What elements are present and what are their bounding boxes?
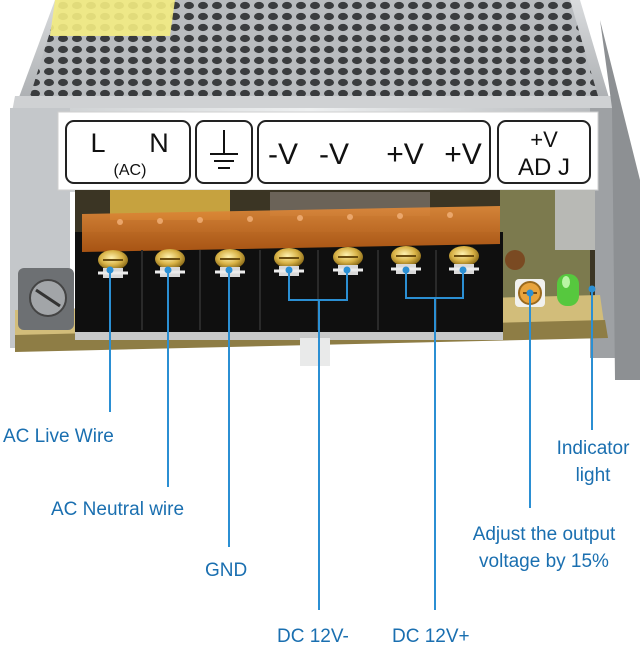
leader-ac-live	[106, 266, 114, 412]
callout-indicator-line-2: light	[575, 465, 611, 486]
n-label: N	[149, 128, 169, 158]
dc-minus-label-2: -V	[319, 138, 349, 171]
leader-ac-neutral	[164, 266, 172, 487]
callout-adjust-line-1: Adjust the output	[472, 524, 616, 545]
leader-gnd	[225, 266, 233, 547]
case-top	[12, 0, 616, 112]
ground-icon	[210, 130, 238, 169]
yellow-label-sticker	[50, 0, 175, 36]
callout-dc-12v-minus: DC 12V-	[277, 626, 349, 647]
dc-minus-label-1: -V	[268, 138, 298, 171]
terminal-label-panel: L N (AC) -V -V +V +V +V AD J	[57, 111, 599, 191]
dc-plus-label-1: +V	[386, 138, 424, 171]
callout-indicator-light: Indicator light	[548, 435, 638, 489]
terminal-screw-l	[98, 250, 128, 278]
leader-adjust	[526, 289, 534, 508]
dc-plus-label-2: +V	[444, 138, 482, 171]
mounting-screw	[18, 268, 74, 330]
leader-indicator	[588, 285, 596, 430]
adjust-bottom-label: AD J	[518, 154, 570, 181]
callout-adjust-voltage: Adjust the output voltage by 15%	[452, 521, 636, 575]
dc-output-box	[257, 120, 491, 184]
callout-ac-neutral-wire: AC Neutral wire	[51, 499, 185, 520]
leader-lines	[106, 266, 596, 610]
adjust-top-label: +V	[530, 127, 558, 152]
leader-dc-minus	[285, 266, 351, 610]
ac-label: (AC)	[114, 162, 147, 179]
callout-gnd: GND	[205, 560, 248, 581]
l-label: L	[90, 128, 105, 158]
led-indicator-icon	[557, 274, 579, 306]
callout-indicator-line-1: Indicator	[556, 438, 630, 459]
ac-input-box	[65, 120, 191, 184]
capacitor	[505, 250, 525, 270]
leader-dc-plus	[402, 266, 467, 610]
callout-adjust-line-2: voltage by 15%	[479, 551, 609, 572]
terminal-cover	[82, 206, 500, 252]
adjust-box	[497, 120, 591, 184]
callout-ac-live-wire: AC Live Wire	[3, 426, 114, 447]
callout-dc-12v-plus: DC 12V+	[392, 626, 470, 647]
